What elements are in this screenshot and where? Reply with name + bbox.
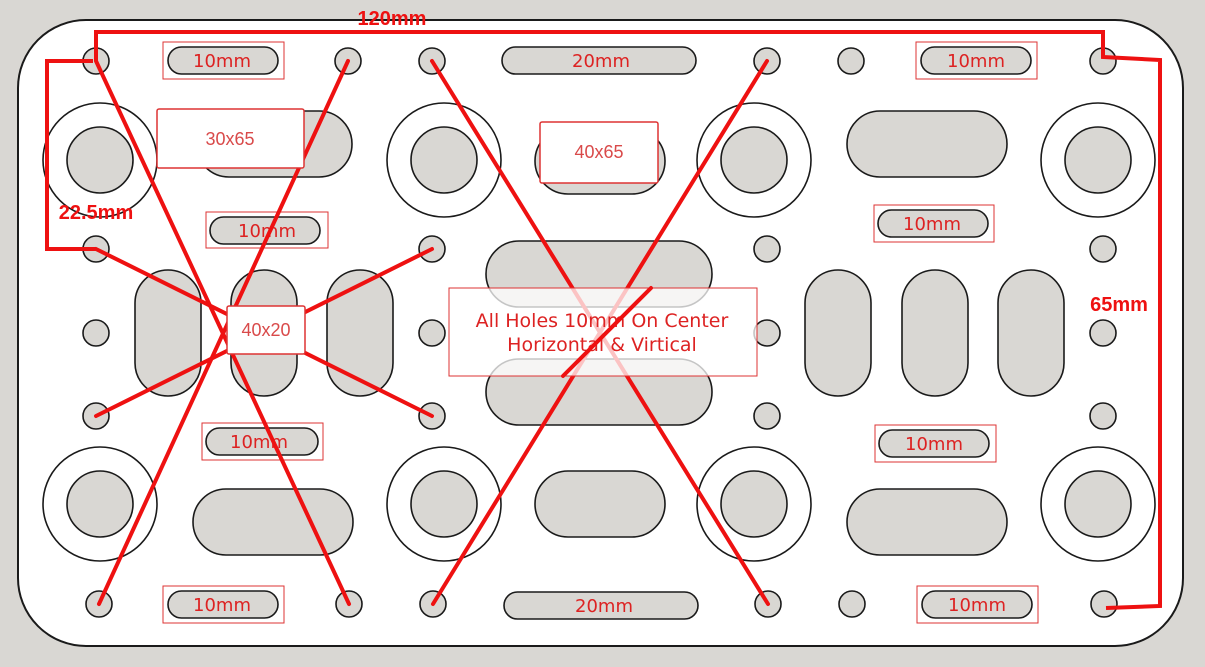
slot-label-box — [162, 41, 285, 80]
slot-label-box — [915, 41, 1038, 80]
ring-hole-inner — [66, 470, 134, 538]
small-hole — [418, 319, 446, 347]
callout-40x20-text: 40x20 — [241, 320, 290, 340]
ring-hole-inner — [66, 126, 134, 194]
slot-vertical — [804, 269, 872, 397]
slot-label-box — [873, 204, 995, 243]
slot-label: 20mm — [575, 596, 633, 617]
small-slot — [167, 46, 279, 75]
height-dimension-label: 65mm — [1090, 294, 1148, 316]
slot-label: 10mm — [905, 434, 963, 455]
slot-label-box — [162, 585, 285, 624]
small-hole — [82, 319, 110, 347]
callout-30x65-box — [156, 108, 305, 169]
slot-label: 10mm — [947, 51, 1005, 72]
note-line-1: All Holes 10mm On Center — [476, 310, 729, 332]
offset-dimension-label: 22.5mm — [59, 202, 134, 224]
small-hole — [837, 47, 865, 75]
small-slot — [501, 46, 697, 75]
small-hole — [1089, 235, 1117, 263]
width-dimension-line — [94, 30, 1162, 610]
slot-label: 20mm — [572, 51, 630, 72]
ring-hole-inner — [720, 470, 788, 538]
small-slot — [877, 209, 989, 238]
small-slot — [878, 429, 990, 458]
note-line-2: Horizontal & Virtical — [507, 334, 697, 356]
callout-40x20-box — [226, 305, 306, 355]
small-slot — [921, 590, 1033, 619]
offset-dimension-line — [45, 59, 96, 251]
slot-label: 10mm — [238, 221, 296, 242]
slot-label-box — [874, 424, 997, 463]
slot-label-box — [205, 211, 329, 249]
small-slot — [167, 590, 279, 619]
slot-label-box — [916, 585, 1039, 624]
small-slots: 10mm 20mm 10mm 10mm 10mm 10mm 10mm 10mm … — [162, 41, 1039, 624]
slot-vertical — [901, 269, 969, 397]
slot-30x65 — [846, 488, 1008, 556]
slot-40x65 — [534, 470, 666, 538]
ring-hole-inner — [720, 126, 788, 194]
callout-30x65-text: 30x65 — [205, 129, 254, 149]
small-hole — [753, 319, 781, 347]
small-hole — [838, 590, 866, 618]
callout-40x65-text: 40x65 — [574, 142, 623, 162]
dimension-lines — [45, 30, 1162, 610]
ring-hole-inner — [1064, 470, 1132, 538]
note-box-frame — [448, 287, 758, 377]
ring-hole-inner — [410, 470, 478, 538]
slot-vertical — [134, 269, 202, 397]
small-hole — [1090, 590, 1118, 618]
small-hole — [753, 402, 781, 430]
small-slot — [920, 46, 1032, 75]
small-hole — [1089, 402, 1117, 430]
note-box: All Holes 10mm On Center Horizontal & Vi… — [448, 287, 758, 377]
width-dimension-label: 120mm — [358, 8, 427, 30]
slot-vertical — [326, 269, 394, 397]
slot-30x65 — [192, 488, 354, 556]
callout-40x65-box — [539, 121, 659, 184]
diagonal-line — [97, 59, 350, 606]
small-slot — [503, 591, 699, 620]
ring-hole-inner — [1064, 126, 1132, 194]
small-slot — [205, 427, 319, 456]
small-hole — [1089, 319, 1117, 347]
slot-label: 10mm — [193, 595, 251, 616]
size-callouts: 30x65 40x65 40x20 — [156, 108, 659, 355]
slot-label: 10mm — [948, 595, 1006, 616]
small-hole — [753, 235, 781, 263]
slot-label: 10mm — [903, 214, 961, 235]
slot-30x65 — [846, 110, 1008, 178]
slot-vertical — [997, 269, 1065, 397]
slot-label: 10mm — [193, 51, 251, 72]
diagonal-line-overlay — [561, 286, 653, 378]
ring-hole-inner — [410, 126, 478, 194]
